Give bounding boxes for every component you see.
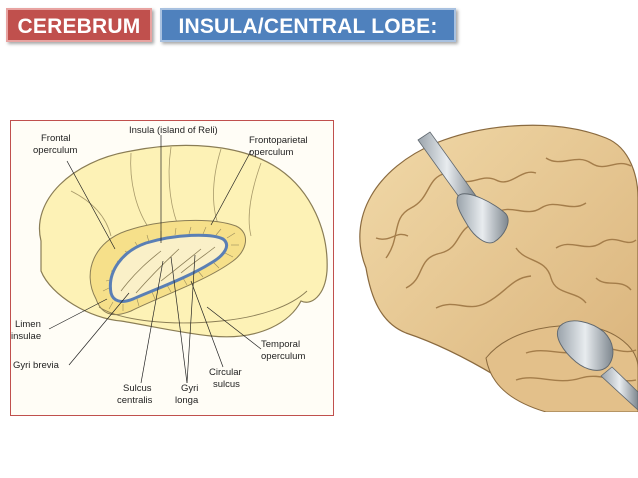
- temporal-lobe: [98, 290, 308, 324]
- brain-illustration: [346, 118, 638, 413]
- insula-diagram-drawing: Insula (island of Reli) Frontal operculu…: [11, 125, 328, 406]
- label-frontoparietal-2: operculum: [249, 147, 293, 158]
- label-gyri-longa-1: Gyri: [181, 383, 198, 394]
- label-frontal-operculum-1: Frontal: [41, 133, 71, 144]
- insula-diagram: Insula (island of Reli) Frontal operculu…: [10, 120, 334, 416]
- label-gyri-longa-2: longa: [175, 395, 199, 406]
- label-temporal-1: Temporal: [261, 339, 300, 350]
- label-temporal-2: operculum: [261, 351, 305, 362]
- label-limen-2: insulae: [11, 331, 41, 342]
- retractor-icon: [556, 320, 638, 411]
- label-limen-1: Limen: [15, 319, 41, 330]
- label-insula: Insula (island of Reli): [129, 125, 218, 136]
- brain-illustration-drawing: [359, 124, 638, 413]
- label-frontoparietal-1: Frontoparietal: [249, 135, 308, 146]
- page-title: INSULA/CENTRAL LOBE:: [160, 8, 456, 42]
- label-gyri-brevia: Gyri brevia: [13, 360, 60, 371]
- section-tag: CEREBRUM: [6, 8, 152, 42]
- label-sulcus-centralis-1: Sulcus: [123, 383, 152, 394]
- gyrus-line: [70, 190, 112, 237]
- retractor-icon: [417, 131, 509, 244]
- label-sulcus-centralis-2: centralis: [117, 395, 153, 406]
- gyrus-line: [248, 162, 262, 237]
- label-circular-2: sulcus: [213, 379, 240, 390]
- gyri-pattern: [375, 157, 637, 382]
- leader-lines: [48, 135, 262, 384]
- insula-gyri: [120, 246, 216, 294]
- label-circular-1: Circular: [209, 367, 242, 378]
- gyrus-line: [130, 152, 152, 232]
- label-frontal-operculum-2: operculum: [33, 145, 77, 156]
